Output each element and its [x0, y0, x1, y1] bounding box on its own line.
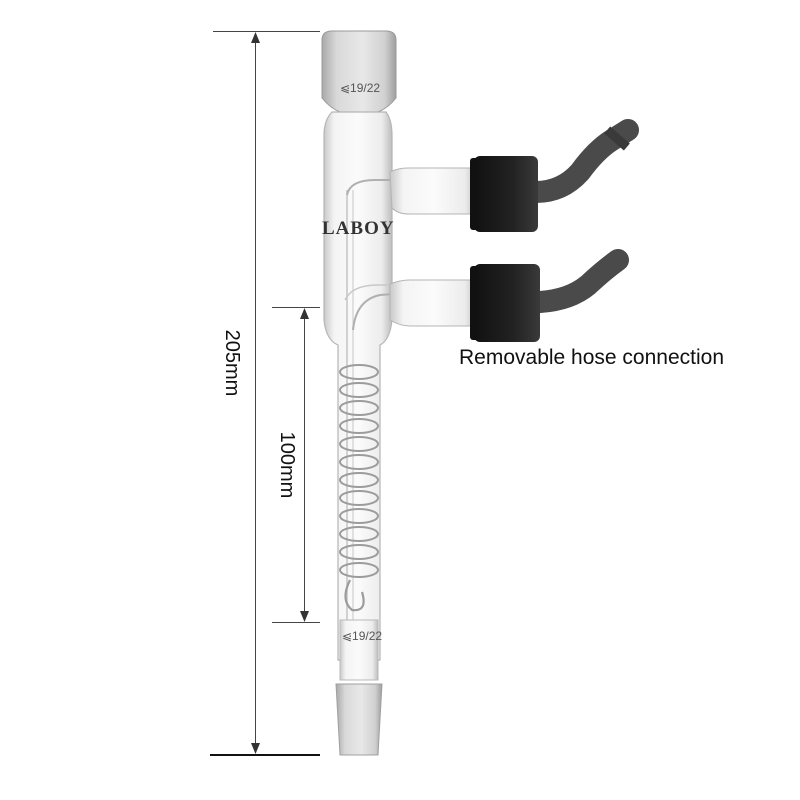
coil-length-arrow-line [304, 312, 305, 618]
lower-hose-cap [470, 249, 629, 342]
condenser-jacket [323, 111, 393, 661]
upper-hose-cap [470, 119, 639, 232]
coil-length-top-extension-line [272, 307, 320, 308]
bottom-joint-size-label: ⩿19/22 [342, 629, 382, 643]
top-joint-size-label: ⩿19/22 [340, 81, 380, 95]
brand-label: LABOY [322, 218, 395, 239]
bottom-ground-joint [335, 683, 383, 756]
coil-length-bottom-extension-line [272, 622, 320, 623]
condenser-coil [339, 364, 379, 612]
overall-length-arrow-line [255, 36, 256, 750]
arrowhead-up-icon [300, 308, 309, 319]
arrowhead-down-icon [251, 743, 260, 754]
arrowhead-down-icon [300, 611, 309, 622]
overall-length-bottom-extension-line [210, 754, 320, 756]
overall-length-top-extension-line [213, 31, 320, 32]
arrowhead-up-icon [251, 32, 260, 43]
top-ground-joint: ⩿19/22 [321, 30, 397, 113]
hose-connection-caption: Removable hose connection [459, 346, 725, 369]
